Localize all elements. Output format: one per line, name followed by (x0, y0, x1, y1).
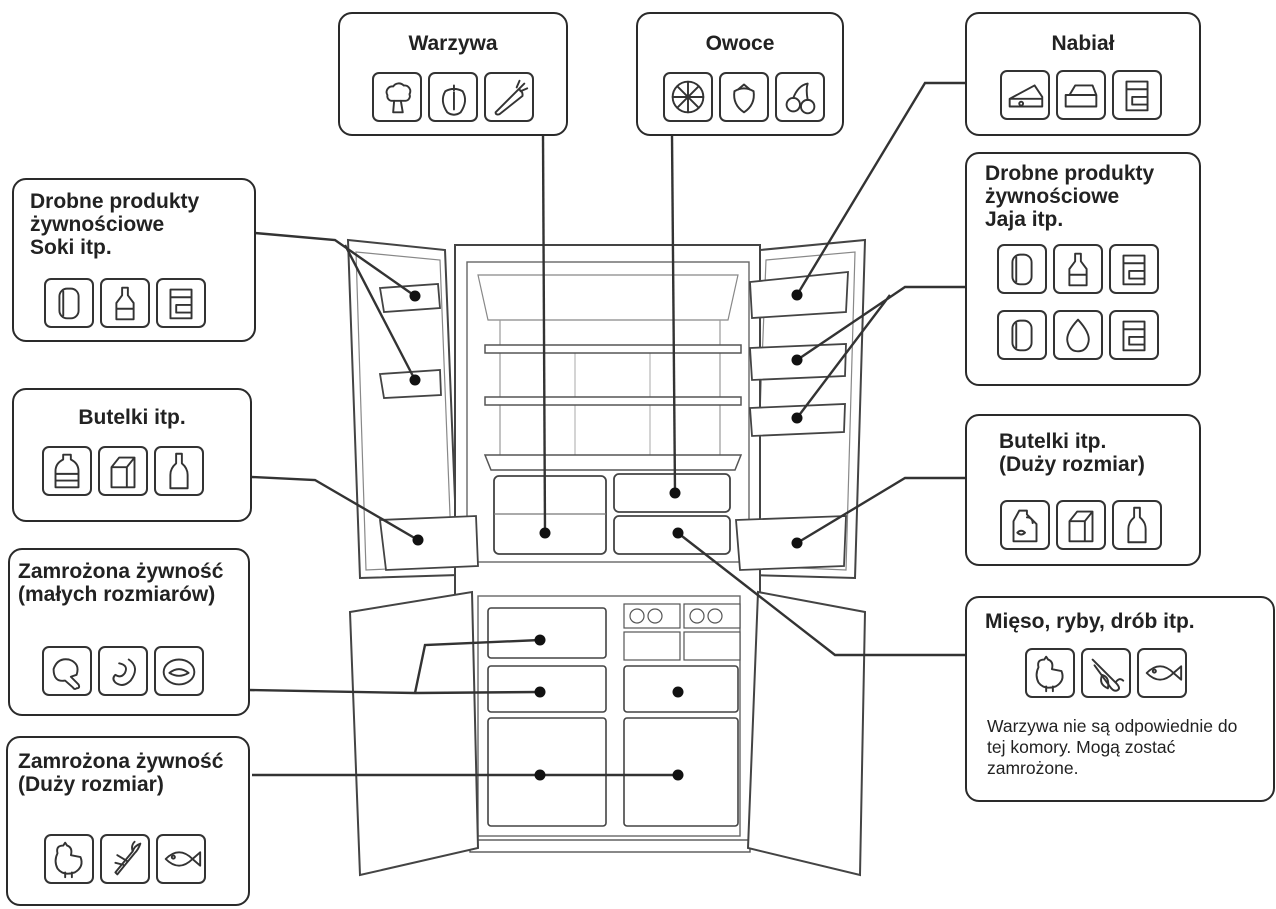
label-zamrozona-duze: Zamrożona żywność (Duży rozmiar) (18, 750, 224, 796)
fish-icon (156, 834, 206, 884)
marker-drobne-jaja-1 (791, 354, 803, 366)
broccoli-icon (372, 72, 422, 122)
can-icon (997, 244, 1047, 294)
cheese-icon (1000, 70, 1050, 120)
cherry-icon (775, 72, 825, 122)
label-mieso: Mięso, ryby, drób itp. (985, 610, 1195, 633)
chicken-leg-icon (42, 646, 92, 696)
right-freezer-door (746, 590, 867, 877)
carrot-icon (484, 72, 534, 122)
marker-butelki-duze (791, 537, 803, 549)
label-zamrozona-male: Zamrożona żywność (małych rozmiarów) (18, 560, 224, 606)
chicken-icon (44, 834, 94, 884)
butter-icon (1056, 70, 1106, 120)
meat-icon (1081, 648, 1131, 698)
container-icon (1109, 310, 1159, 360)
marker-zamrozona-male-1 (534, 634, 546, 646)
jug-icon (1000, 500, 1050, 550)
sauce-bottle-icon (1053, 244, 1103, 294)
wine-bottle-icon (1112, 500, 1162, 550)
leader-mieso (677, 532, 965, 657)
marker-warzywa (539, 527, 551, 539)
label-box-drobne-jaja: Drobne produkty żywnościowe Jaja itp. (965, 152, 1201, 386)
leader-butelki-duze (796, 476, 965, 545)
can-icon (44, 278, 94, 328)
fish-slice-icon (154, 646, 204, 696)
shrimp-icon (98, 646, 148, 696)
sauce-bottle-icon (100, 278, 150, 328)
label-box-zamrozona-duze: Zamrożona żywność (Duży rozmiar) (6, 736, 250, 906)
marker-zamrozona-male-2 (534, 686, 546, 698)
label-owoce: Owoce (705, 32, 775, 55)
label-box-butelki: Butelki itp. (12, 388, 252, 522)
milk-carton-icon (98, 446, 148, 496)
label-box-butelki-duze: Butelki itp. (Duży rozmiar) (965, 414, 1201, 566)
can-icon (997, 310, 1047, 360)
label-box-drobne-soki: Drobne produkty żywnościowe Soki itp. (12, 178, 256, 342)
label-butelki: Butelki itp. (78, 406, 186, 429)
lobster-icon (100, 834, 150, 884)
label-butelki-duze: Butelki itp. (Duży rozmiar) (999, 430, 1145, 476)
label-box-owoce: Owoce (636, 12, 844, 136)
citrus-icon (663, 72, 713, 122)
marker-butelki (412, 534, 424, 546)
container-icon (1112, 70, 1162, 120)
marker-nabial (791, 289, 803, 301)
plastic-bottle-icon (42, 446, 92, 496)
label-box-mieso: Mięso, ryby, drób itp. Warzywa nie są od… (965, 596, 1275, 802)
chicken-icon (1025, 648, 1075, 698)
container-icon (1109, 244, 1159, 294)
left-door-bin-2 (378, 369, 442, 399)
pepper-icon (428, 72, 478, 122)
marker-zamrozona-duze-2 (672, 769, 684, 781)
left-door-bin-3 (378, 515, 479, 571)
leader-owoce (670, 134, 677, 494)
marker-mieso (672, 527, 684, 539)
marker-zamrozona-male-3 (672, 686, 684, 698)
wine-bottle-icon (154, 446, 204, 496)
marker-drobne-soki-1 (409, 290, 421, 302)
label-drobne-jaja: Drobne produkty żywnościowe Jaja itp. (985, 162, 1155, 231)
container-icon (156, 278, 206, 328)
label-box-nabial: Nabiał (965, 12, 1201, 136)
leader-drobne-soki (254, 231, 417, 381)
label-drobne-soki: Drobne produkty żywnościowe Soki itp. (30, 190, 200, 259)
leader-nabial (795, 81, 965, 296)
marker-drobne-soki-2 (409, 374, 421, 386)
label-nabial: Nabiał (1051, 32, 1115, 55)
marker-owoce (669, 487, 681, 499)
fish-icon (1137, 648, 1187, 698)
leader-zamrozona-male (247, 638, 541, 695)
milk-carton-icon (1056, 500, 1106, 550)
marker-zamrozona-duze-1 (534, 769, 546, 781)
left-freezer-door (348, 590, 480, 877)
label-warzywa: Warzywa (408, 32, 498, 55)
leader-butelki (251, 475, 419, 542)
mieso-note: Warzywa nie są odpowiednie do tej komory… (987, 716, 1238, 778)
label-box-zamrozona-male: Zamrożona żywność (małych rozmiarów) (8, 548, 250, 716)
marker-drobne-jaja-2 (791, 412, 803, 424)
label-box-warzywa: Warzywa (338, 12, 568, 136)
strawberry-icon (719, 72, 769, 122)
egg-icon (1053, 310, 1103, 360)
leader-drobne-jaja (796, 285, 965, 419)
fridge-cabinet (454, 244, 761, 853)
leader-warzywa (541, 134, 547, 534)
